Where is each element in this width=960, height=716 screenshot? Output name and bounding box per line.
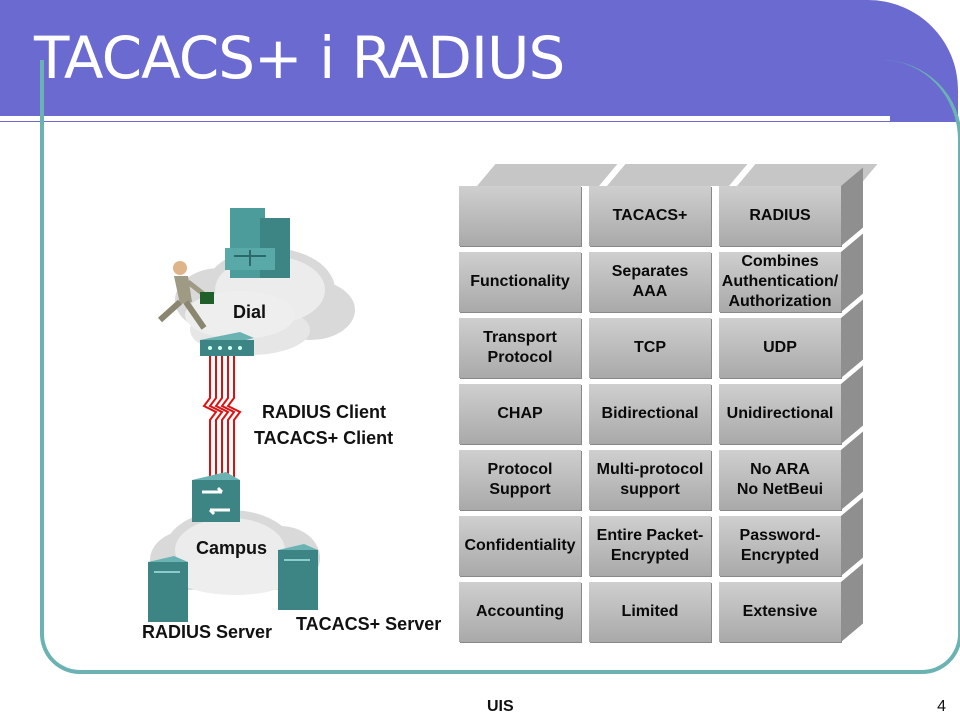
table-header-cell: TACACS+ bbox=[589, 186, 711, 246]
slide-title: TACACS+ i RADIUS bbox=[34, 24, 565, 92]
radius-client-label: RADIUS Client bbox=[262, 402, 387, 422]
table-cell: Protocol Support bbox=[459, 450, 581, 510]
radius-server-label: RADIUS Server bbox=[142, 622, 273, 642]
title-rule bbox=[0, 116, 890, 121]
table-cell-top bbox=[477, 164, 618, 186]
tacacs-server-label: TACACS+ Server bbox=[296, 614, 442, 634]
table-cell: Transport Protocol bbox=[459, 318, 581, 378]
dial-lines bbox=[202, 356, 242, 490]
table-cell: Accounting bbox=[459, 582, 581, 642]
table-cell: Password- Encrypted bbox=[719, 516, 841, 576]
network-diagram bbox=[148, 208, 355, 622]
campus-label: Campus bbox=[196, 538, 268, 558]
title-bar bbox=[0, 0, 958, 122]
table-cell: Confidentiality bbox=[459, 516, 581, 576]
table-cell: Functionality bbox=[459, 252, 581, 312]
table-cell: TCP bbox=[589, 318, 711, 378]
footer-text: UIS bbox=[487, 698, 514, 715]
building-icon bbox=[225, 208, 290, 278]
tacacs-client-label: TACACS+ Client bbox=[254, 428, 394, 448]
table-cell: CHAP bbox=[459, 384, 581, 444]
table-cell: UDP bbox=[719, 318, 841, 378]
switch-icon bbox=[192, 472, 240, 522]
table-cell: Multi-protocol support bbox=[589, 450, 711, 510]
page-number: 4 bbox=[937, 698, 946, 715]
table-cell: Entire Packet- Encrypted bbox=[589, 516, 711, 576]
table-header-cell: RADIUS bbox=[719, 186, 841, 246]
table-cell: Separates AAA bbox=[589, 252, 711, 312]
table-cell: Unidirectional bbox=[719, 384, 841, 444]
slide-frame bbox=[40, 60, 960, 674]
dial-label: Dial bbox=[233, 302, 267, 322]
radius-server-icon bbox=[148, 556, 188, 622]
table-header-cell bbox=[459, 186, 581, 246]
table-cell: Combines Authentication/ Authorization bbox=[719, 252, 841, 312]
table-cell: Extensive bbox=[719, 582, 841, 642]
person-icon bbox=[157, 261, 214, 330]
table-cell-top bbox=[607, 164, 748, 186]
tacacs-server-icon bbox=[278, 544, 318, 610]
table-cell: Bidirectional bbox=[589, 384, 711, 444]
table-cell: Limited bbox=[589, 582, 711, 642]
access-server-icon bbox=[200, 332, 254, 356]
table-cell: No ARA No NetBeui bbox=[719, 450, 841, 510]
